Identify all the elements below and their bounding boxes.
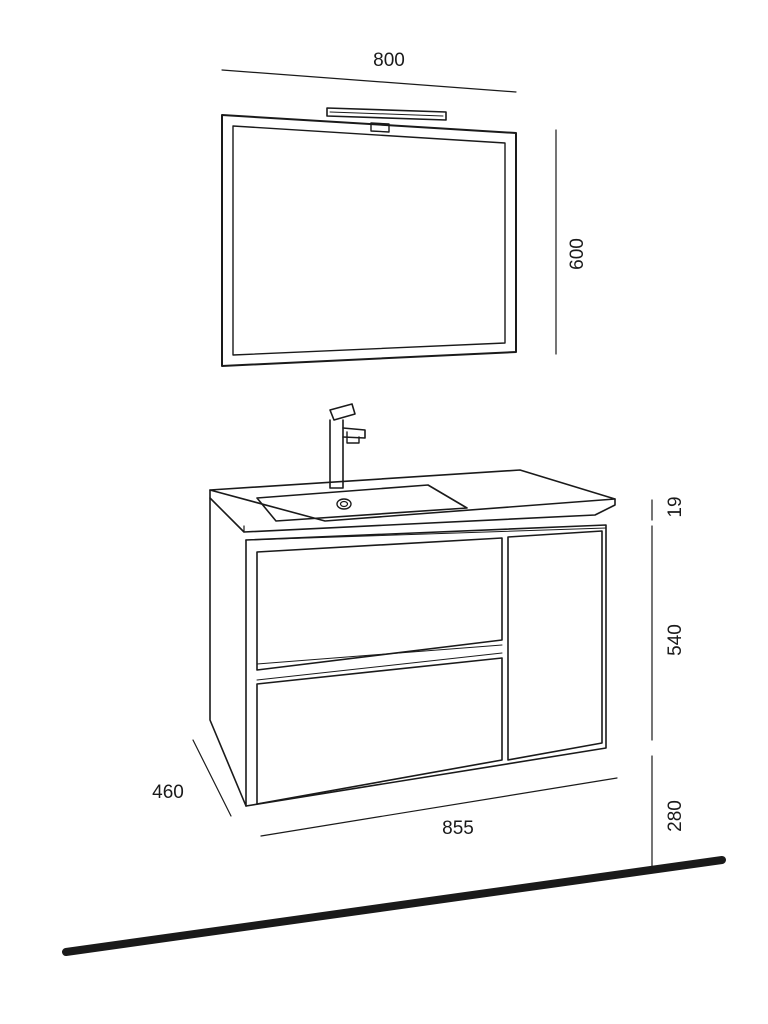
cabinet-front-body <box>245 524 607 807</box>
upper-drawer <box>256 537 503 671</box>
depth-dimension-line <box>192 739 232 817</box>
cabinet-depth-label: 460 <box>152 782 184 803</box>
cabinet-dimensions: 460 855 19 540 280 <box>152 496 686 869</box>
cabinet-height-label: 540 <box>665 624 686 656</box>
width-dimension-line <box>260 777 618 837</box>
mirror-width-label: 800 <box>373 50 405 71</box>
countertop-thickness-label: 19 <box>665 496 686 517</box>
wall-clearance-label: 280 <box>665 800 686 832</box>
lower-drawer <box>256 657 503 805</box>
countertop-top-surface <box>209 469 616 522</box>
lower-drawer-handle-groove <box>256 652 503 681</box>
mirror-height-label: 600 <box>567 238 588 270</box>
sink-basin <box>256 484 468 522</box>
countertop-basin <box>209 469 616 533</box>
cabinet-side-panel <box>209 497 247 807</box>
upper-drawer-handle-groove <box>256 644 503 665</box>
cabinet-width-label: 855 <box>442 818 474 839</box>
mirror-outer-frame <box>221 114 517 367</box>
countertop-front-edge <box>209 489 616 533</box>
mirror-width-dimension-line <box>221 69 517 93</box>
mirror-lamp <box>326 107 447 133</box>
faucet <box>329 403 366 489</box>
drain-outer <box>336 498 352 510</box>
vanity-cabinet <box>209 497 607 807</box>
floor-line <box>62 856 726 956</box>
side-door <box>507 530 603 761</box>
mirror-assembly: 800 600 <box>221 50 588 367</box>
mirror-inner-frame <box>232 125 506 356</box>
drain-inner <box>339 500 349 508</box>
